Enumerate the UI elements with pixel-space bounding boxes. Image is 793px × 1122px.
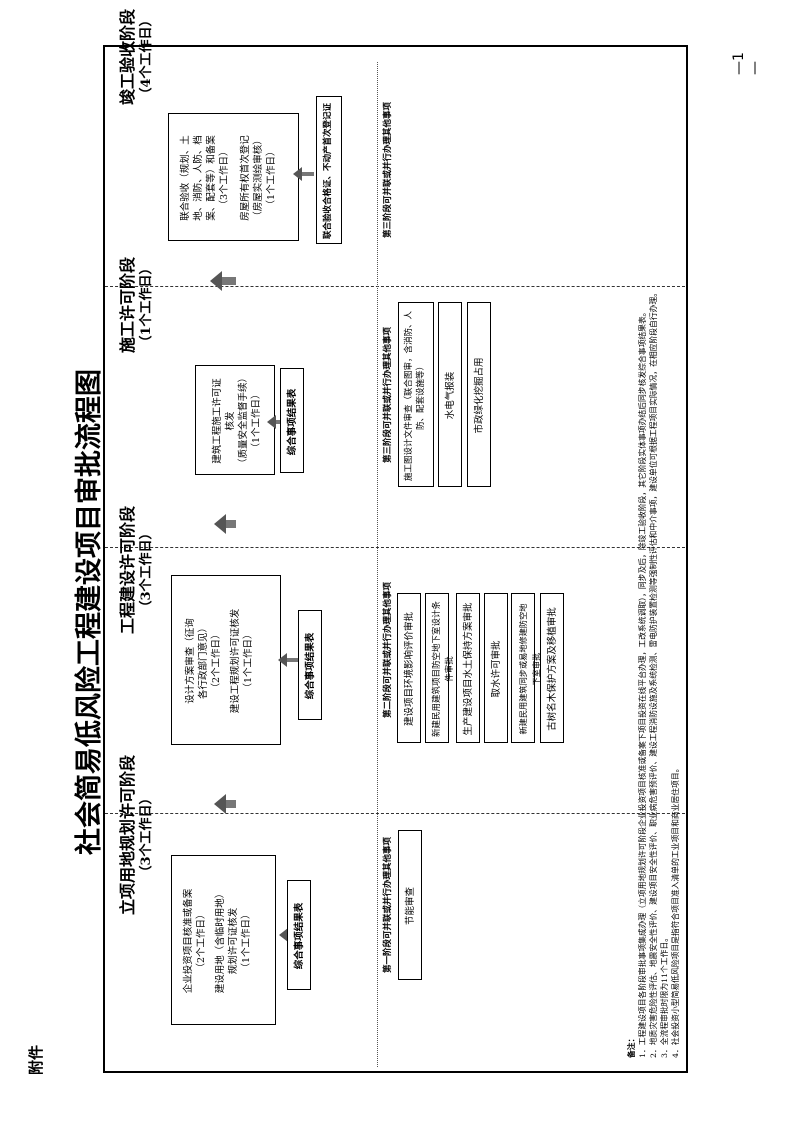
- stage-1-main-box: 企业投资项目核准或备案 （2个工作日） 建设用地（含临时用地） 规划许可证核发 …: [171, 855, 276, 1025]
- stage-4-result-arrow: [293, 167, 314, 181]
- stage-2-main-box: 设计方案审查（征询 各行政部门意见） （2个工作日） 建设工程规划许可证核发 （…: [171, 575, 281, 745]
- stage-divider-3: [105, 286, 685, 287]
- parallel-3-item-3-label: 市政绿化挖掘占用: [474, 357, 485, 434]
- parallel-1-title: 第一阶段可并联或并行办理其他事项: [383, 837, 393, 974]
- stage-1-line-3: 建设用地（含临时用地）: [215, 888, 226, 994]
- diagram-frame: [103, 45, 688, 1073]
- parallel-2-item-1-label: 建设项目环境影响评价审批: [404, 612, 415, 727]
- stage-4-days: （4个工作日）: [139, 13, 154, 101]
- stage-3-line-3: （1个工作日）: [251, 389, 262, 453]
- parallel-1-item-1: 节能审查: [398, 830, 422, 980]
- parallel-2-item-4: 取水许可审批: [484, 593, 508, 743]
- parallel-2-item-3-label: 生产建设项目水土保持方案审批: [463, 602, 474, 736]
- stage-4-line-6: 房屋所有权首次登记: [240, 135, 251, 221]
- stage-3-result-box: 综合事项结果表: [280, 368, 304, 473]
- note-2: 2．地质灾害危险性评估、地震安全性评价、建设项目安全性评价、职业病危害预评价、建…: [649, 288, 658, 1058]
- stage-2-line-2: 各行政部门意见）: [198, 623, 209, 700]
- stage-1-result-box: 综合事项结果表: [287, 880, 311, 990]
- parallel-3-item-3: 市政绿化挖掘占用: [467, 302, 491, 487]
- flow-arrow-1: [214, 794, 236, 814]
- stage-4-name: 竣工验收阶段: [118, 9, 137, 106]
- stage-4-header: 竣工验收阶段 （4个工作日）: [118, 0, 156, 222]
- parallel-2-title: 第二阶段可并联或并行办理其他事项: [383, 582, 393, 719]
- page-number: —1—: [731, 52, 763, 75]
- parallel-4-title: 第三阶段可并联或并行办理其他事项: [383, 102, 393, 239]
- diagram-title: 社会简易低风险工程建设项目审批流程图: [74, 369, 105, 855]
- stage-4-result-label: 联合验收合格证、不动产首次登记证: [323, 102, 333, 239]
- stage-3-main-box: 建筑工程施工许可证核发 （质量安全监督手续） （1个工作日）: [195, 365, 275, 475]
- parallel-2-item-5: 新建民用建筑同步或易地修建防空地下室审批: [511, 593, 541, 743]
- stage-4-line-2: 地、消防、人防、档: [193, 135, 204, 221]
- parallel-2-item-6: 古树名木保护方案及移植审批: [540, 593, 564, 743]
- parallel-2-item-1: 建设项目环境影响评价审批: [397, 593, 421, 743]
- parallel-section-divider: [377, 62, 378, 1067]
- stage-divider-1: [105, 813, 685, 814]
- parallel-3-item-2: 水电气报装: [438, 302, 462, 487]
- notes: 备注： 1．工程建设项目各阶段审批事项集成办理（立项用地规划许可阶段企业投资项目…: [626, 58, 681, 1058]
- stage-2-line-5: （1个工作日）: [243, 629, 254, 693]
- stage-4-result-box: 联合验收合格证、不动产首次登记证: [316, 96, 342, 244]
- notes-label: 备注：: [627, 1034, 636, 1058]
- parallel-1-item-1-label: 节能审查: [405, 887, 416, 926]
- parallel-3-item-1-label: 施工图设计文件审查（联合图审，含消防、人防、配套设施等）: [404, 311, 426, 482]
- parallel-3-item-2-label: 水电气报装: [445, 371, 456, 420]
- stage-2-result-arrow: [278, 653, 299, 667]
- parallel-3-item-1: 施工图设计文件审查（联合图审，含消防、人防、配套设施等）: [398, 302, 434, 487]
- note-1: 1．工程建设项目各阶段审批事项集成办理（立项用地规划许可阶段企业投资项目核准或备…: [638, 308, 647, 1058]
- stage-4-line-1: 联合验收（规划、土: [180, 135, 191, 221]
- stage-1-line-4: 规划许可证核发: [228, 907, 239, 975]
- stage-4-line-4: （3个工作日）: [219, 146, 230, 210]
- stage-2-line-4: 建设工程规划许可证核发: [230, 608, 241, 714]
- stage-2-result-box: 综合事项结果表: [298, 610, 322, 720]
- stage-2-line-1: 设计方案审查（征询: [185, 618, 196, 704]
- parallel-3-title: 第三阶段可并联或并行办理其他事项: [383, 327, 393, 464]
- stage-3-line-2: （质量安全监督手续）: [238, 372, 249, 468]
- stage-3-result-label: 综合事项结果表: [287, 388, 298, 456]
- stage-1-line-5: （1个工作日）: [241, 909, 252, 973]
- note-3: 3．全流程审批时限为11个工作日。: [660, 933, 669, 1058]
- parallel-2-item-3: 生产建设项目水土保持方案审批: [456, 593, 480, 743]
- flow-arrow-4: [210, 271, 236, 291]
- parallel-2-item-2-label: 新建民用建筑项目防空地下室设计条件审批: [432, 601, 455, 738]
- parallel-2-item-4-label: 取水许可审批: [491, 640, 502, 698]
- attachment-label: 附件: [26, 1045, 45, 1076]
- parallel-2-item-2: 新建民用建筑项目防空地下室设计条件审批: [425, 593, 455, 743]
- stage-4-line-3: 案、配套等）和备案: [206, 135, 217, 221]
- stage-4-line-7: （房屋实测绘审核）: [253, 135, 264, 221]
- stage-1-result-label: 综合事项结果表: [294, 902, 305, 970]
- flow-arrow-3: [214, 514, 236, 534]
- stage-2-result-label: 综合事项结果表: [305, 632, 316, 700]
- note-4: 4．社会投资小型简易低风险项目是指符合项目准入清单的工业项目和商业居住项目。: [671, 764, 680, 1058]
- stage-2-line-3: （2个工作日）: [211, 629, 222, 693]
- stage-divider-2: [105, 547, 685, 548]
- stage-1-line-1: 企业投资项目核准或备案: [183, 888, 194, 994]
- stage-4-line-8: （1个工作日）: [266, 146, 277, 210]
- parallel-2-item-6-label: 古树名木保护方案及移植审批: [547, 607, 558, 731]
- stage-3-line-1: 建筑工程施工许可证核发: [212, 378, 236, 464]
- stage-1-line-2: （2个工作日）: [196, 909, 207, 973]
- stage-4-main-box: 联合验收（规划、土 地、消防、人防、档 案、配套等）和备案 （3个工作日） 房屋…: [168, 113, 299, 241]
